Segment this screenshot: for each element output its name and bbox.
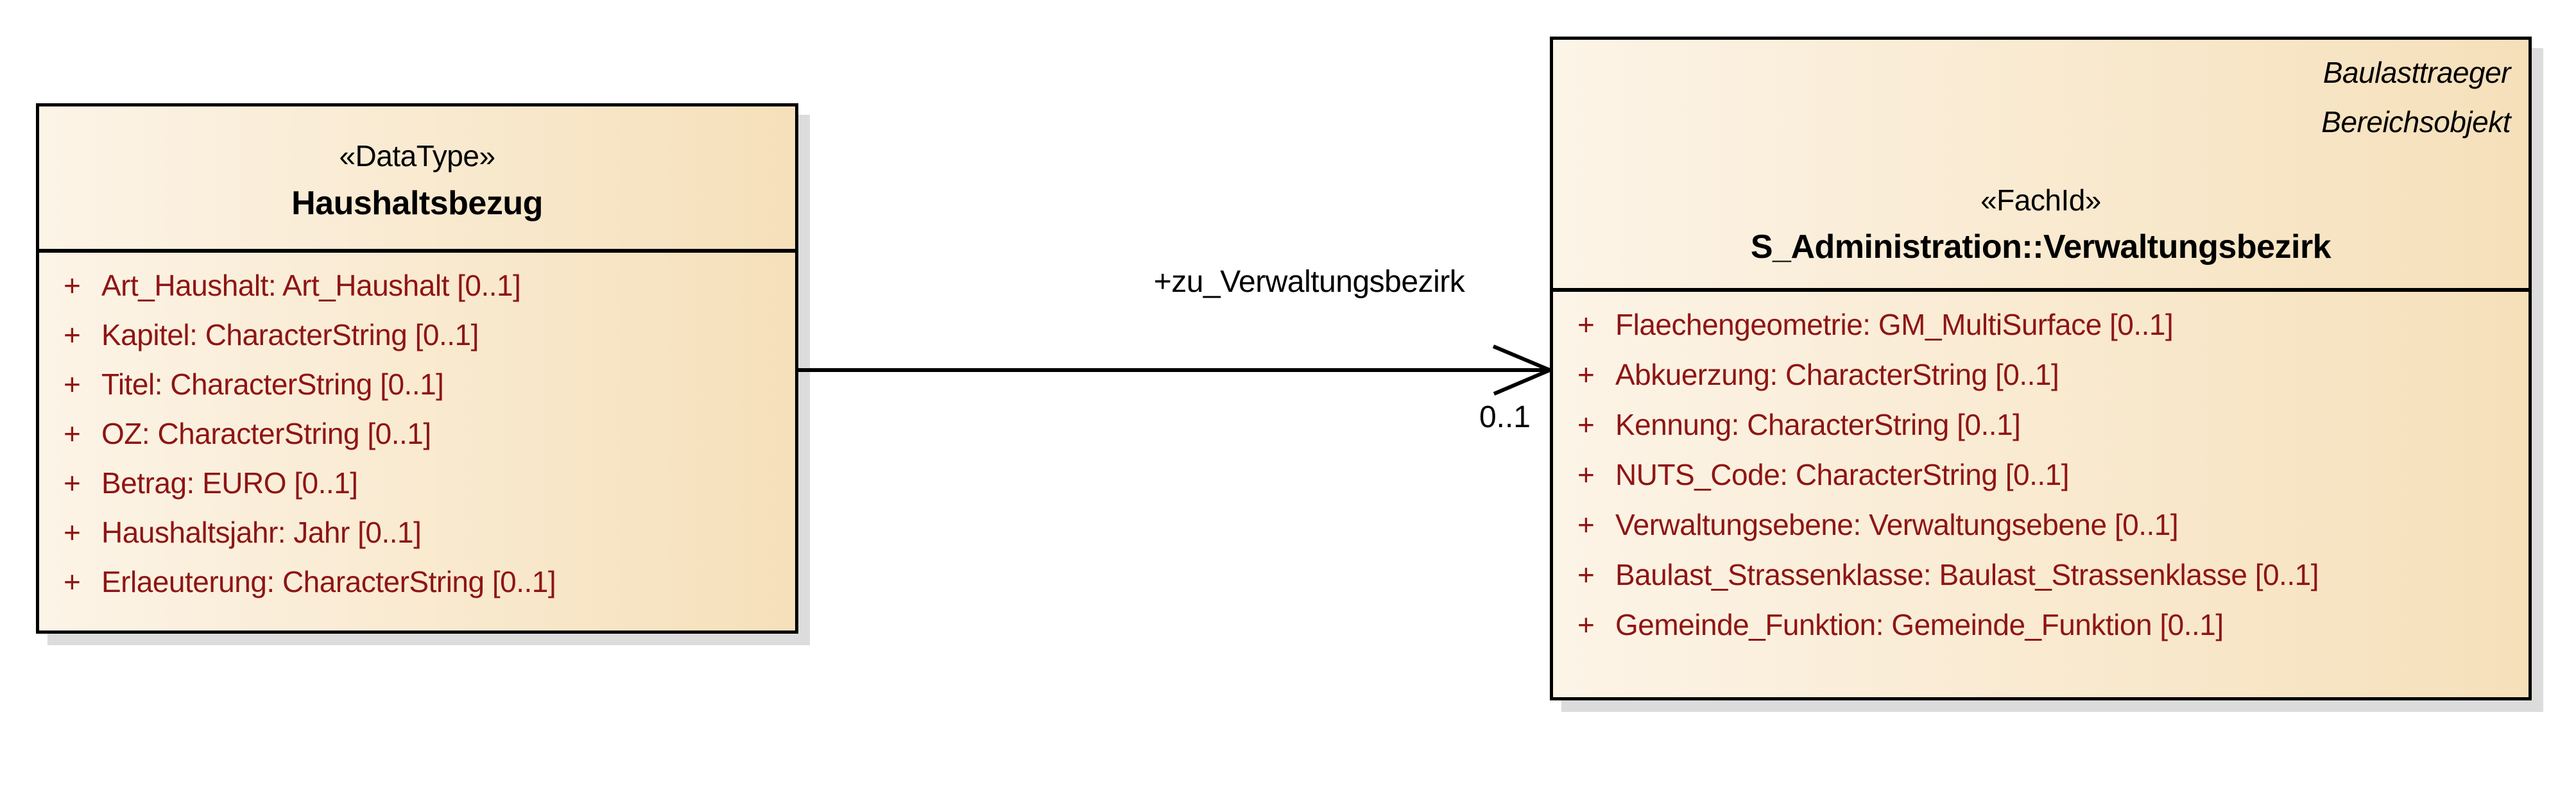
- visibility-marker: +: [1577, 508, 1595, 541]
- attribute-row[interactable]: + Abkuerzung: CharacterString [0..1]: [1553, 357, 2529, 407]
- attribute-text: Kapitel: CharacterString [0..1]: [101, 318, 479, 351]
- class-box-verwaltungsbezirk[interactable]: Baulasttraeger Bereichsobjekt «FachId» S…: [1550, 37, 2532, 700]
- visibility-marker: +: [64, 269, 81, 302]
- class-box-haushaltsbezug[interactable]: «DataType» Haushaltsbezug + Art_Haushalt…: [36, 103, 798, 634]
- visibility-marker: +: [1577, 458, 1595, 491]
- attribute-row[interactable]: + Gemeinde_Funktion: Gemeinde_Funktion […: [1553, 607, 2529, 657]
- class-stereotype: «DataType»: [339, 139, 495, 173]
- visibility-marker: +: [64, 417, 81, 450]
- attribute-text: NUTS_Code: CharacterString [0..1]: [1615, 458, 2070, 491]
- attribute-text: Haushaltsjahr: Jahr [0..1]: [101, 516, 422, 549]
- class-header: «DataType» Haushaltsbezug: [39, 106, 795, 249]
- class-annotation-baulasttraeger: Baulasttraeger: [2323, 56, 2511, 89]
- attribute-row[interactable]: + Kapitel: CharacterString [0..1]: [39, 317, 795, 367]
- attribute-text: Abkuerzung: CharacterString [0..1]: [1615, 358, 2059, 391]
- association-role-label[interactable]: +zu_Verwaltungsbezirk: [1153, 265, 1465, 299]
- attribute-row[interactable]: + NUTS_Code: CharacterString [0..1]: [1553, 457, 2529, 507]
- visibility-marker: +: [1577, 608, 1595, 641]
- association-line[interactable]: [798, 368, 1550, 372]
- class-annotation-bereichsobjekt: Bereichsobjekt: [2321, 105, 2511, 139]
- attribute-text: Verwaltungsebene: Verwaltungsebene [0..1…: [1615, 508, 2179, 541]
- attribute-row[interactable]: + Art_Haushalt: Art_Haushalt [0..1]: [39, 268, 795, 317]
- visibility-marker: +: [1577, 408, 1595, 441]
- attribute-row[interactable]: + Kennung: CharacterString [0..1]: [1553, 407, 2529, 457]
- attribute-text: OZ: CharacterString [0..1]: [101, 417, 431, 450]
- attribute-row[interactable]: + OZ: CharacterString [0..1]: [39, 416, 795, 466]
- attribute-text: Flaechengeometrie: GM_MultiSurface [0..1…: [1615, 308, 2174, 341]
- class-name: Haushaltsbezug: [291, 185, 543, 222]
- visibility-marker: +: [64, 368, 81, 401]
- visibility-marker: +: [64, 565, 81, 598]
- attribute-text: Baulast_Strassenklasse: Baulast_Strassen…: [1615, 558, 2319, 591]
- attribute-row[interactable]: + Flaechengeometrie: GM_MultiSurface [0.…: [1553, 307, 2529, 357]
- attributes-compartment: + Flaechengeometrie: GM_MultiSurface [0.…: [1553, 288, 2529, 697]
- attribute-row[interactable]: + Betrag: EURO [0..1]: [39, 466, 795, 515]
- visibility-marker: +: [64, 466, 81, 500]
- attribute-text: Gemeinde_Funktion: Gemeinde_Funktion [0.…: [1615, 608, 2224, 641]
- class-header: Baulasttraeger Bereichsobjekt «FachId» S…: [1553, 40, 2529, 288]
- visibility-marker: +: [64, 318, 81, 351]
- attribute-text: Art_Haushalt: Art_Haushalt [0..1]: [101, 269, 521, 302]
- attribute-text: Betrag: EURO [0..1]: [101, 466, 358, 500]
- visibility-marker: +: [1577, 308, 1595, 341]
- class-stereotype: «FachId»: [1980, 183, 2101, 217]
- visibility-marker: +: [1577, 358, 1595, 391]
- visibility-marker: +: [64, 516, 81, 549]
- class-name: S_Administration::Verwaltungsbezirk: [1750, 228, 2331, 266]
- attribute-row[interactable]: + Titel: CharacterString [0..1]: [39, 367, 795, 416]
- attribute-text: Kennung: CharacterString [0..1]: [1615, 408, 2021, 441]
- attribute-row[interactable]: + Haushaltsjahr: Jahr [0..1]: [39, 515, 795, 564]
- association-multiplicity-label[interactable]: 0..1: [1479, 400, 1531, 434]
- attribute-text: Erlaeuterung: CharacterString [0..1]: [101, 565, 556, 598]
- attributes-compartment: + Art_Haushalt: Art_Haushalt [0..1] + Ka…: [39, 249, 795, 630]
- attribute-row[interactable]: + Erlaeuterung: CharacterString [0..1]: [39, 564, 795, 614]
- attribute-row[interactable]: + Verwaltungsebene: Verwaltungsebene [0.…: [1553, 507, 2529, 557]
- attribute-row[interactable]: + Baulast_Strassenklasse: Baulast_Strass…: [1553, 557, 2529, 607]
- visibility-marker: +: [1577, 558, 1595, 591]
- open-arrowhead-icon: [1492, 344, 1553, 396]
- attribute-text: Titel: CharacterString [0..1]: [101, 368, 444, 401]
